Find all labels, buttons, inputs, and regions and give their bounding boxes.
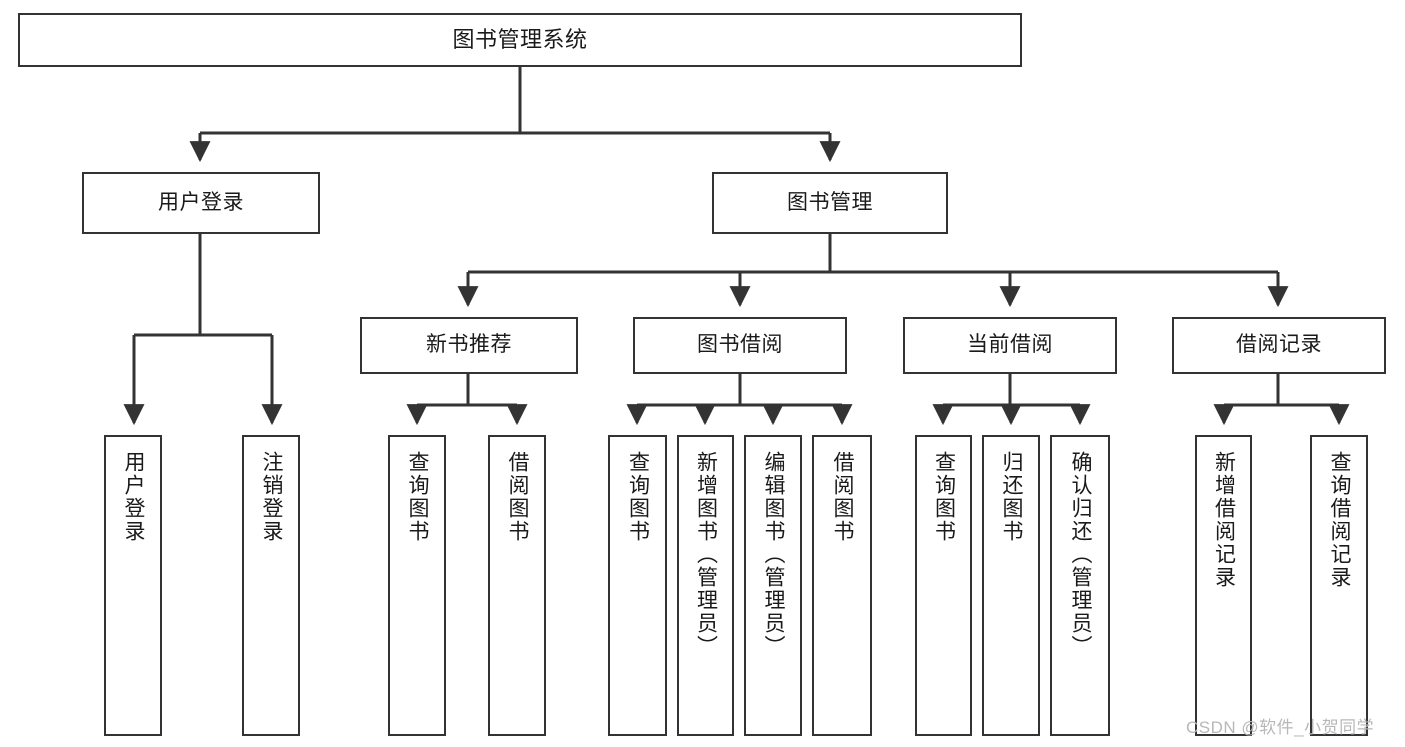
node-user-login[interactable]: 用户登录 [82,172,320,234]
leaf-query-book-3-label: 查询图书 [932,451,956,543]
node-root-label: 图书管理系统 [452,27,588,53]
leaf-return-book-label: 归还图书 [1000,451,1024,543]
leaf-query-book-2[interactable]: 查询图书 [608,435,667,736]
leaf-query-record[interactable]: 查询借阅记录 [1310,435,1368,736]
node-book-manage[interactable]: 图书管理 [712,172,948,234]
node-user-login-label: 用户登录 [158,190,244,214]
csdn-watermark: CSDN @软件_小贺同学 [1186,718,1375,737]
leaf-query-book-2-label: 查询图书 [626,451,650,543]
node-root[interactable]: 图书管理系统 [18,13,1022,67]
leaf-logout[interactable]: 注销登录 [242,435,300,736]
leaf-edit-book[interactable]: 编辑图书（管理员） [744,435,802,736]
node-borrow-record[interactable]: 借阅记录 [1172,317,1386,374]
leaf-user-login-label: 用户登录 [122,451,146,543]
leaf-query-book-1[interactable]: 查询图书 [388,435,446,736]
leaf-return-book[interactable]: 归还图书 [982,435,1040,736]
leaf-add-record-label: 新增借阅记录 [1212,451,1236,589]
node-book-manage-label: 图书管理 [787,190,873,214]
node-current-borrow[interactable]: 当前借阅 [903,317,1117,374]
node-new-book-recommend[interactable]: 新书推荐 [360,317,578,374]
leaf-borrow-book-2-label: 借阅图书 [831,451,855,543]
node-borrow-record-label: 借阅记录 [1236,333,1322,357]
node-current-borrow-label: 当前借阅 [967,333,1053,357]
node-new-book-recommend-label: 新书推荐 [426,333,512,357]
leaf-borrow-book-1[interactable]: 借阅图书 [488,435,546,736]
node-book-borrow-label: 图书借阅 [697,333,783,357]
leaf-add-book[interactable]: 新增图书（管理员） [677,435,734,736]
leaf-add-book-label: 新增图书（管理员） [694,451,718,658]
leaf-query-record-label: 查询借阅记录 [1328,451,1352,589]
leaf-user-login[interactable]: 用户登录 [104,435,162,736]
leaf-edit-book-label: 编辑图书（管理员） [762,451,786,658]
leaf-query-book-1-label: 查询图书 [406,451,430,543]
leaf-confirm-return[interactable]: 确认归还（管理员） [1050,435,1110,736]
leaf-logout-label: 注销登录 [260,451,284,543]
node-book-borrow[interactable]: 图书借阅 [633,317,847,374]
leaf-borrow-book-1-label: 借阅图书 [506,451,530,543]
leaf-confirm-return-label: 确认归还（管理员） [1069,451,1093,658]
leaf-borrow-book-2[interactable]: 借阅图书 [812,435,872,736]
leaf-query-book-3[interactable]: 查询图书 [915,435,972,736]
leaf-add-record[interactable]: 新增借阅记录 [1195,435,1252,736]
